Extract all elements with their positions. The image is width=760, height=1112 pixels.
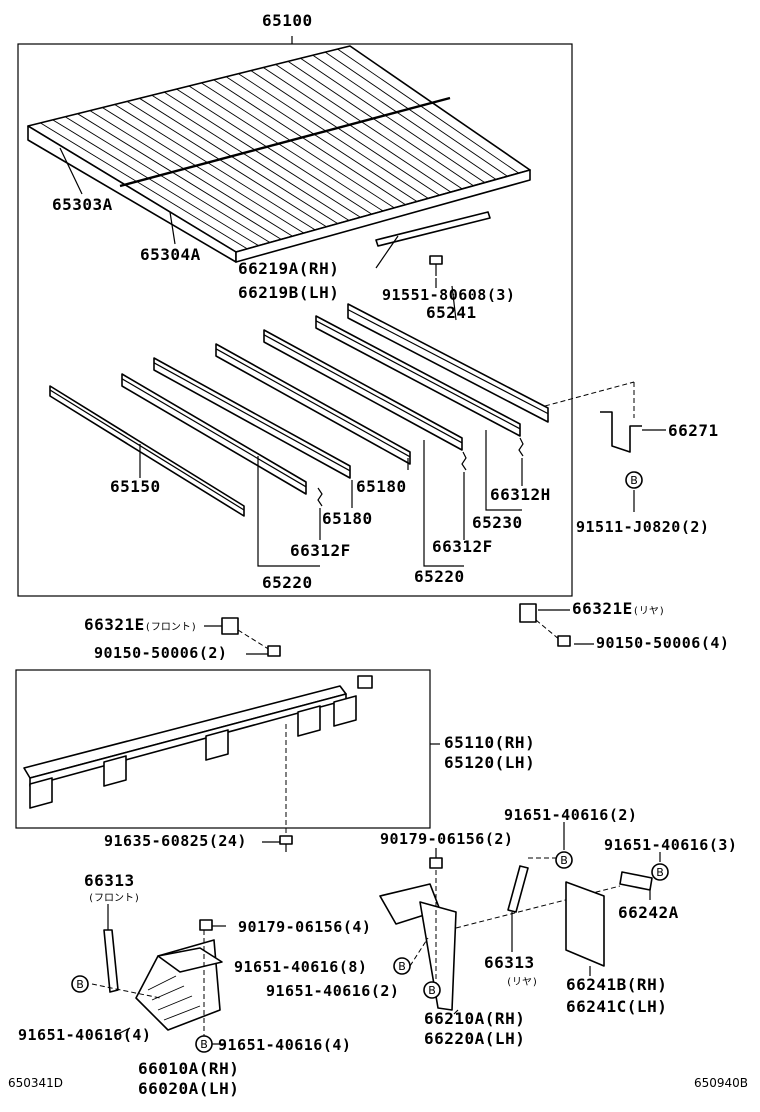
label-66210a: 66210A(RH) <box>424 1009 526 1028</box>
label-65180-upper: 65180 <box>356 477 407 496</box>
label-66220a: 66220A(LH) <box>424 1029 526 1048</box>
label-65120: 65120(LH) <box>444 753 536 772</box>
label-65180-lower: 65180 <box>322 509 373 528</box>
label-66241c: 66241C(LH) <box>566 997 668 1016</box>
assembly-frame-65100 <box>17 43 573 597</box>
label-65220-right: 65220 <box>414 567 465 586</box>
stay-66313-rear <box>507 865 529 913</box>
stay-66313-front <box>103 929 119 993</box>
label-90179-4: 90179-06156(4) <box>238 918 372 936</box>
mudguard <box>135 939 223 1031</box>
mud-flap <box>565 881 605 967</box>
bracket-66271 <box>600 411 642 453</box>
hook-front-icon <box>204 617 281 657</box>
label-90150-rear: 90150-50006(4) <box>596 634 730 652</box>
flap-bracket <box>379 883 457 1011</box>
label-91651-8: 91651-40616(8) <box>234 958 368 976</box>
label-66321e-rear: 66321E(リヤ) <box>572 599 665 618</box>
callout-b: B <box>398 960 406 973</box>
label-90150-front: 90150-50006(2) <box>94 644 228 662</box>
diagram-code-right: 650940B <box>694 1076 749 1090</box>
callout-b: B <box>630 474 638 487</box>
floor-bracket <box>375 211 491 269</box>
label-65241: 65241 <box>426 303 477 322</box>
bolt-icon <box>279 835 293 852</box>
callout-markers: B B B B B B B <box>71 471 669 1053</box>
bolt-icon <box>429 255 443 288</box>
label-66241b: 66241B(RH) <box>566 975 668 994</box>
label-66271: 66271 <box>668 421 719 440</box>
label-91551: 91551-80608(3) <box>382 286 516 304</box>
label-66313-front-note: (フロント) <box>88 893 141 904</box>
label-66219a: 66219A(RH) <box>238 259 340 278</box>
nut-icon <box>199 919 213 931</box>
assembly-frame-side-rail <box>15 669 431 829</box>
diagram-code-left: 650341D <box>8 1076 64 1090</box>
label-65100: 65100 <box>262 11 313 30</box>
callout-b: B <box>200 1038 208 1051</box>
label-66312f-left: 66312F <box>290 541 351 560</box>
plate-66242a <box>619 871 653 891</box>
cross-sills <box>49 303 549 517</box>
label-65220-left: 65220 <box>262 573 313 592</box>
label-66321e-front: 66321E(フロント) <box>84 615 197 634</box>
label-65303a: 65303A <box>52 195 113 214</box>
label-91511: 91511-J0820(2) <box>576 518 710 536</box>
label-66313-rear-note: (リヤ) <box>506 977 539 988</box>
label-65230: 65230 <box>472 513 523 532</box>
label-91651-4b: 91651-40616(4) <box>218 1036 352 1054</box>
label-66313-front: 66313 <box>84 871 135 890</box>
hook-rear-icon <box>519 603 594 647</box>
label-91651-2: 91651-40616(2) <box>504 806 638 824</box>
label-91651-4a: 91651-40616(4) <box>18 1026 152 1044</box>
label-66219b: 66219B(LH) <box>238 283 340 302</box>
label-66312h: 66312H <box>490 485 551 504</box>
side-rail <box>23 675 373 809</box>
callout-b: B <box>656 866 664 879</box>
label-65150: 65150 <box>110 477 161 496</box>
callout-b: B <box>560 854 568 867</box>
label-91635: 91635-60825(24) <box>104 832 247 850</box>
label-66313-rear: 66313 <box>484 953 535 972</box>
label-66242a: 66242A <box>618 903 679 922</box>
label-66312f-right: 66312F <box>432 537 493 556</box>
label-66010a: 66010A(RH) <box>138 1059 240 1078</box>
label-66020a: 66020A(LH) <box>138 1079 240 1098</box>
label-90179-2: 90179-06156(2) <box>380 830 514 848</box>
label-91651-2b: 91651-40616(2) <box>266 982 400 1000</box>
callout-b: B <box>76 978 84 991</box>
clip-icons <box>317 437 524 540</box>
label-65304a: 65304A <box>140 245 201 264</box>
callout-b: B <box>428 984 436 997</box>
floor-panel <box>27 45 531 263</box>
label-65110: 65110(RH) <box>444 733 536 752</box>
nut-icon <box>429 857 443 869</box>
label-91651-3: 91651-40616(3) <box>604 836 738 854</box>
